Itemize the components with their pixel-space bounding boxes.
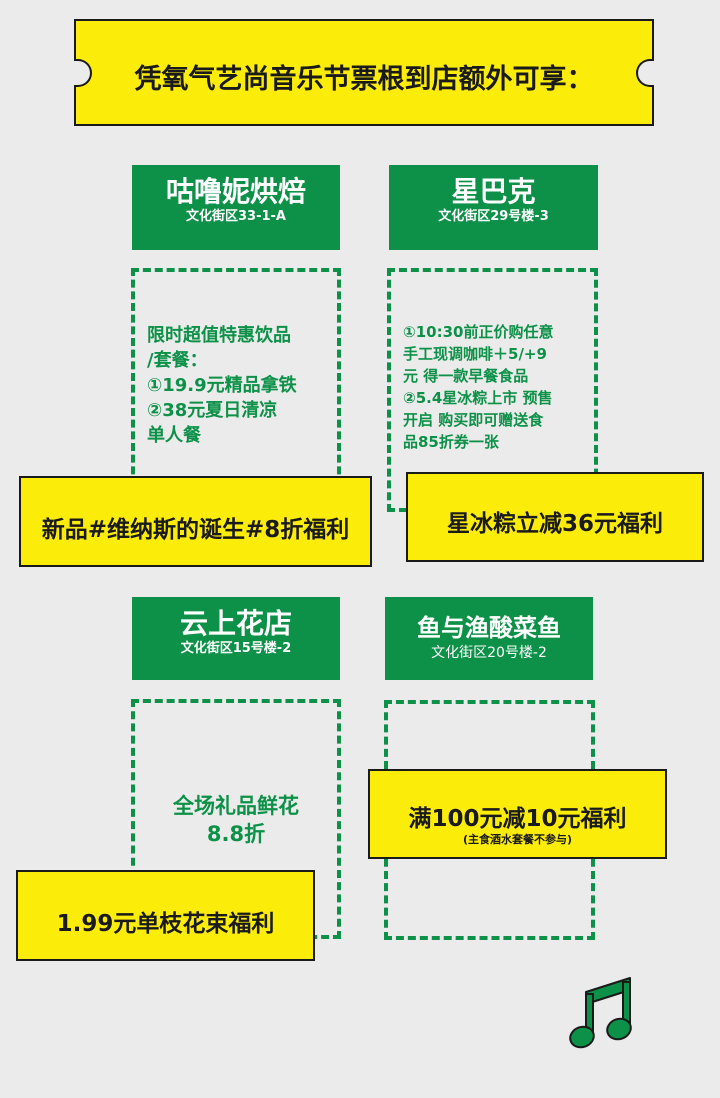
promo-banner-2: 星冰粽立减36元福利 [406, 472, 704, 562]
store-name: 云上花店 [179, 607, 292, 640]
promo-banner-3: 1.99元单枝花束福利 [16, 870, 315, 961]
store-address: 文化街区20号楼-2 [431, 645, 547, 661]
promo-banner-4: 满100元减10元福利 (主食酒水套餐不参与) [368, 769, 667, 859]
promo-text: 新品#维纳斯的诞生#8折福利 [41, 517, 350, 543]
music-note-icon [569, 977, 632, 1049]
store-header-4: 鱼与渔酸菜鱼 文化街区20号楼-2 [385, 597, 593, 680]
store-name: 星巴克 [451, 175, 536, 208]
store-header-3: 云上花店 文化街区15号楼-2 [132, 597, 340, 680]
store-offer-text: ①10:30前正价购任意 手工现调咖啡＋5/+9 元 得一款早餐食品 ②5.4星… [403, 323, 554, 451]
promo-banner-1: 新品#维纳斯的诞生#8折福利 [19, 476, 372, 567]
store-address: 文化街区33-1-A [186, 209, 286, 224]
promo-text: 满100元减10元福利 [408, 806, 627, 832]
store-address: 文化街区15号楼-2 [180, 641, 292, 656]
store-offer-text: 全场礼品鲜花 8.8折 [173, 794, 299, 846]
store-name: 鱼与渔酸菜鱼 [417, 614, 561, 642]
promo-text: 星冰粽立减36元福利 [446, 511, 663, 537]
store-name: 咕噜妮烘焙 [165, 175, 306, 208]
banner-title: 凭氧气艺尚音乐节票根到店额外可享： [134, 64, 594, 95]
store-address: 文化街区29号楼-3 [438, 209, 549, 224]
store-offer-text: 限时超值特惠饮品 /套餐： ①19.9元精品拿铁 ②38元夏日清凉 单人餐 [147, 325, 297, 446]
ticket-banner: 凭氧气艺尚音乐节票根到店额外可享： [74, 19, 654, 126]
ticket-notch-left [74, 59, 92, 87]
ticket-notch-right [636, 59, 654, 87]
store-header-2: 星巴克 文化街区29号楼-3 [389, 165, 598, 250]
store-header-1: 咕噜妮烘焙 文化街区33-1-A [132, 165, 340, 250]
promo-note: (主食酒水套餐不参与) [462, 833, 573, 846]
promo-text: 1.99元单枝花束福利 [56, 911, 275, 937]
